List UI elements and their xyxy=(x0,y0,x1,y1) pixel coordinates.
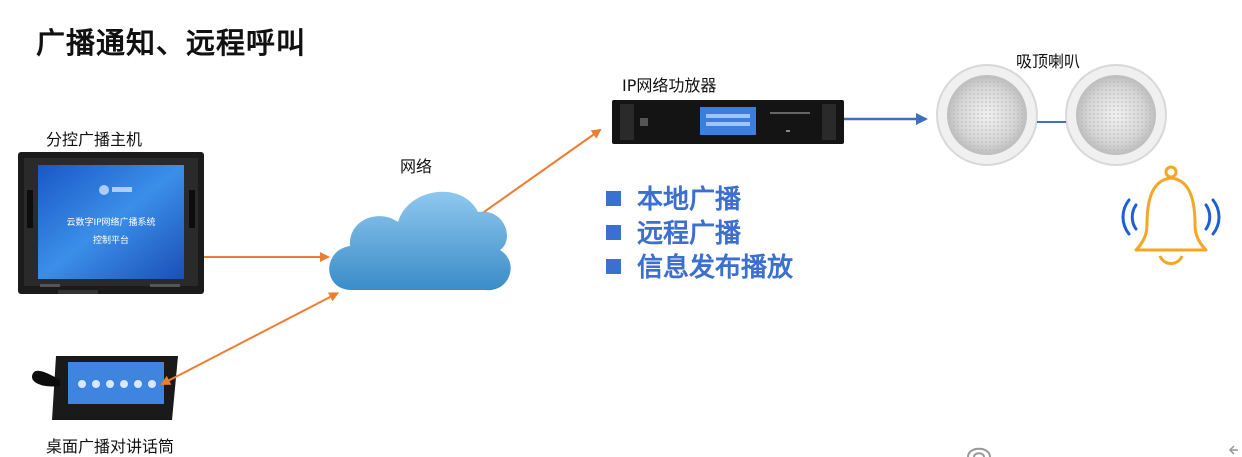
bell-icon xyxy=(1134,165,1208,265)
mic-device xyxy=(31,356,178,420)
arrow-network-mic xyxy=(160,292,340,385)
host-screen-line1: 云数字IP网络广播系统 xyxy=(66,216,155,228)
bullet-square-icon xyxy=(606,190,621,206)
feature-item: 远程广播 xyxy=(606,214,793,249)
back-arrow-icon xyxy=(1228,445,1238,455)
page-title: 广播通知、远程呼叫 xyxy=(36,26,307,60)
host-device: 云数字IP网络广播系统 控制平台 xyxy=(18,152,204,294)
amplifier-device xyxy=(612,100,844,144)
mic-label: 桌面广播对讲话筒 xyxy=(46,437,175,456)
speaker-1 xyxy=(936,64,1038,166)
sound-waves-icon xyxy=(1121,198,1221,236)
cloud-icon xyxy=(329,191,511,291)
network-label: 网络 xyxy=(400,157,433,176)
host-label: 分控广播主机 xyxy=(46,130,143,149)
host-screen-line2: 控制平台 xyxy=(93,234,129,246)
speakers-label: 吸顶喇叭 xyxy=(1016,52,1081,71)
arrow-network-to-amplifier xyxy=(483,128,602,213)
amplifier-label: IP网络功放器 xyxy=(622,76,717,95)
speaker-2 xyxy=(1065,64,1167,166)
feature-item: 信息发布播放 xyxy=(606,248,793,283)
feature-item: 本地广播 xyxy=(606,180,793,215)
feature-list: 本地广播 远程广播 信息发布播放 xyxy=(606,180,793,283)
bullet-square-icon xyxy=(606,258,621,274)
bullet-square-icon xyxy=(606,224,621,240)
partial-circle-icon xyxy=(967,447,991,457)
